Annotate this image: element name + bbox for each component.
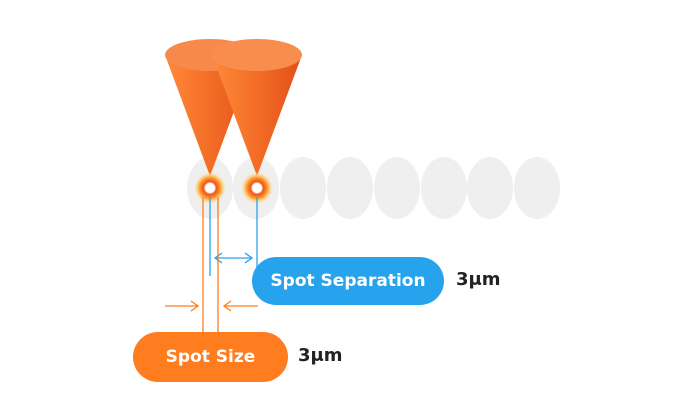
- spot: [327, 157, 373, 219]
- laser-cone-right: [212, 39, 302, 176]
- laser-spot-right: [241, 172, 273, 204]
- spot-size-value: 3μm: [298, 345, 343, 366]
- laser-spot-left: [194, 172, 226, 204]
- spot-row: [187, 157, 560, 219]
- spot-size-label: Spot Size: [133, 332, 288, 382]
- spot-separation-label: Spot Separation: [252, 257, 444, 305]
- spot: [374, 157, 420, 219]
- spot: [467, 157, 513, 219]
- separation-guides: [209, 197, 258, 276]
- spot: [280, 157, 326, 219]
- spot: [421, 157, 467, 219]
- spot: [514, 157, 560, 219]
- spot-separation-value: 3μm: [456, 269, 501, 290]
- spot-size-guides: [165, 197, 258, 332]
